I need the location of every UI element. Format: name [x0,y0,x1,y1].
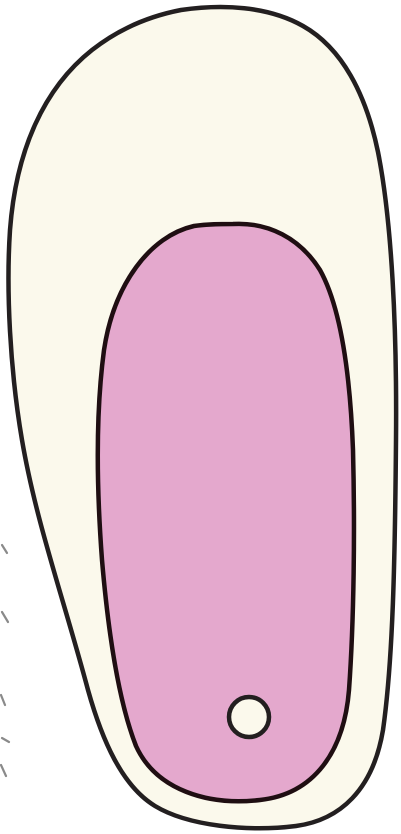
inner-region [98,224,354,801]
edge-fragment-mark-5 [1,765,6,776]
edge-fragment-mark-3 [1,695,5,705]
edge-fragment-mark-1 [2,545,7,553]
edge-fragment-mark-4 [2,738,9,742]
edge-fragment [1,545,9,776]
edge-fragment-mark-2 [2,612,8,622]
small-circle [229,697,269,737]
